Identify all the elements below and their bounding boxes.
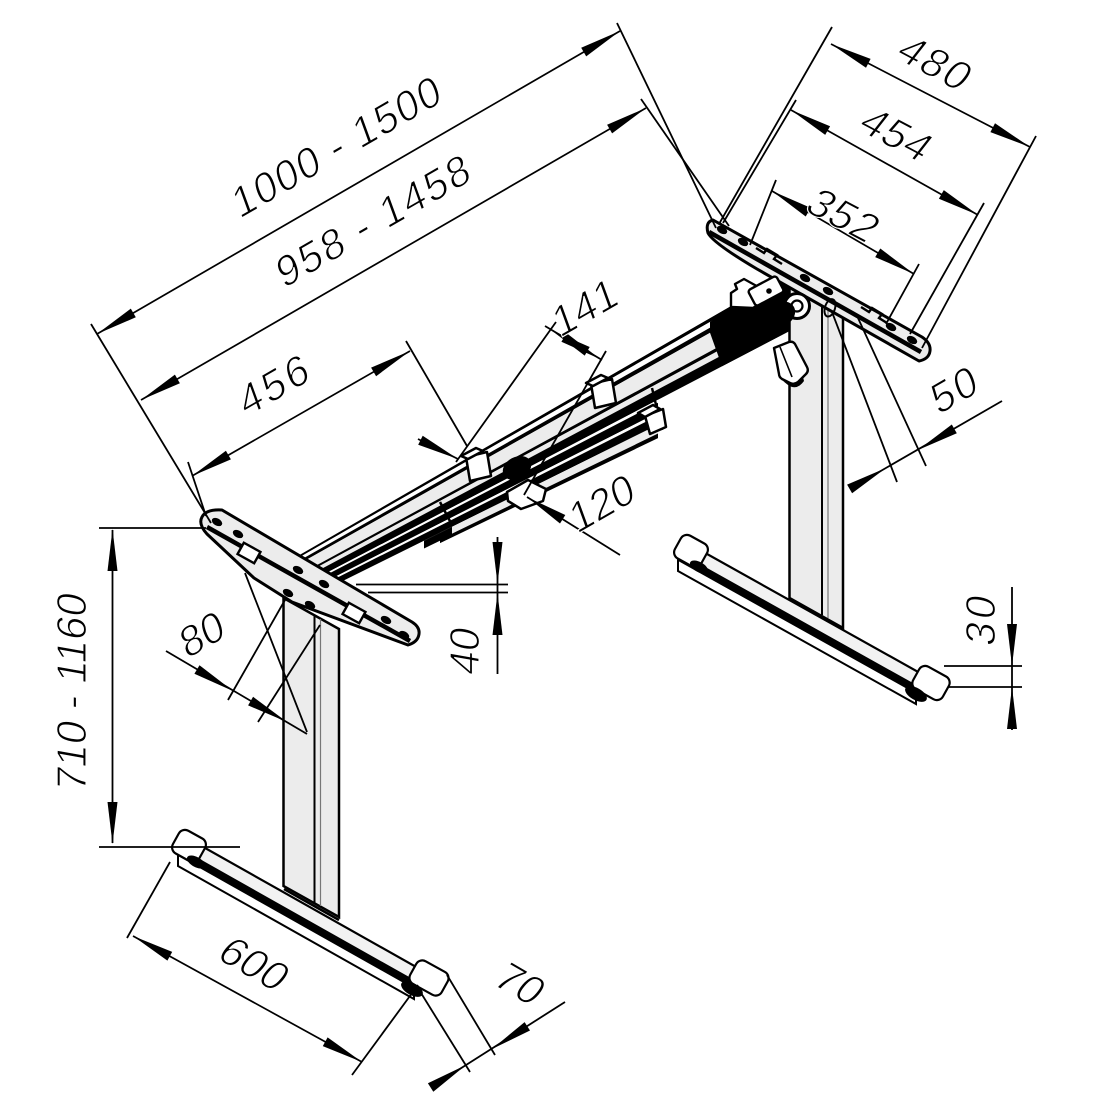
svg-text:600: 600: [209, 928, 300, 999]
svg-text:352: 352: [797, 180, 891, 252]
svg-text:80: 80: [174, 600, 231, 668]
svg-text:40: 40: [441, 623, 488, 678]
svg-text:480: 480: [888, 27, 984, 100]
svg-text:710 - 1160: 710 - 1160: [48, 589, 95, 795]
svg-text:456: 456: [233, 342, 318, 426]
svg-text:50: 50: [925, 354, 985, 424]
svg-text:30: 30: [957, 588, 1004, 649]
svg-text:141: 141: [547, 268, 624, 348]
svg-text:454: 454: [850, 99, 944, 171]
svg-text:70: 70: [485, 954, 556, 1014]
